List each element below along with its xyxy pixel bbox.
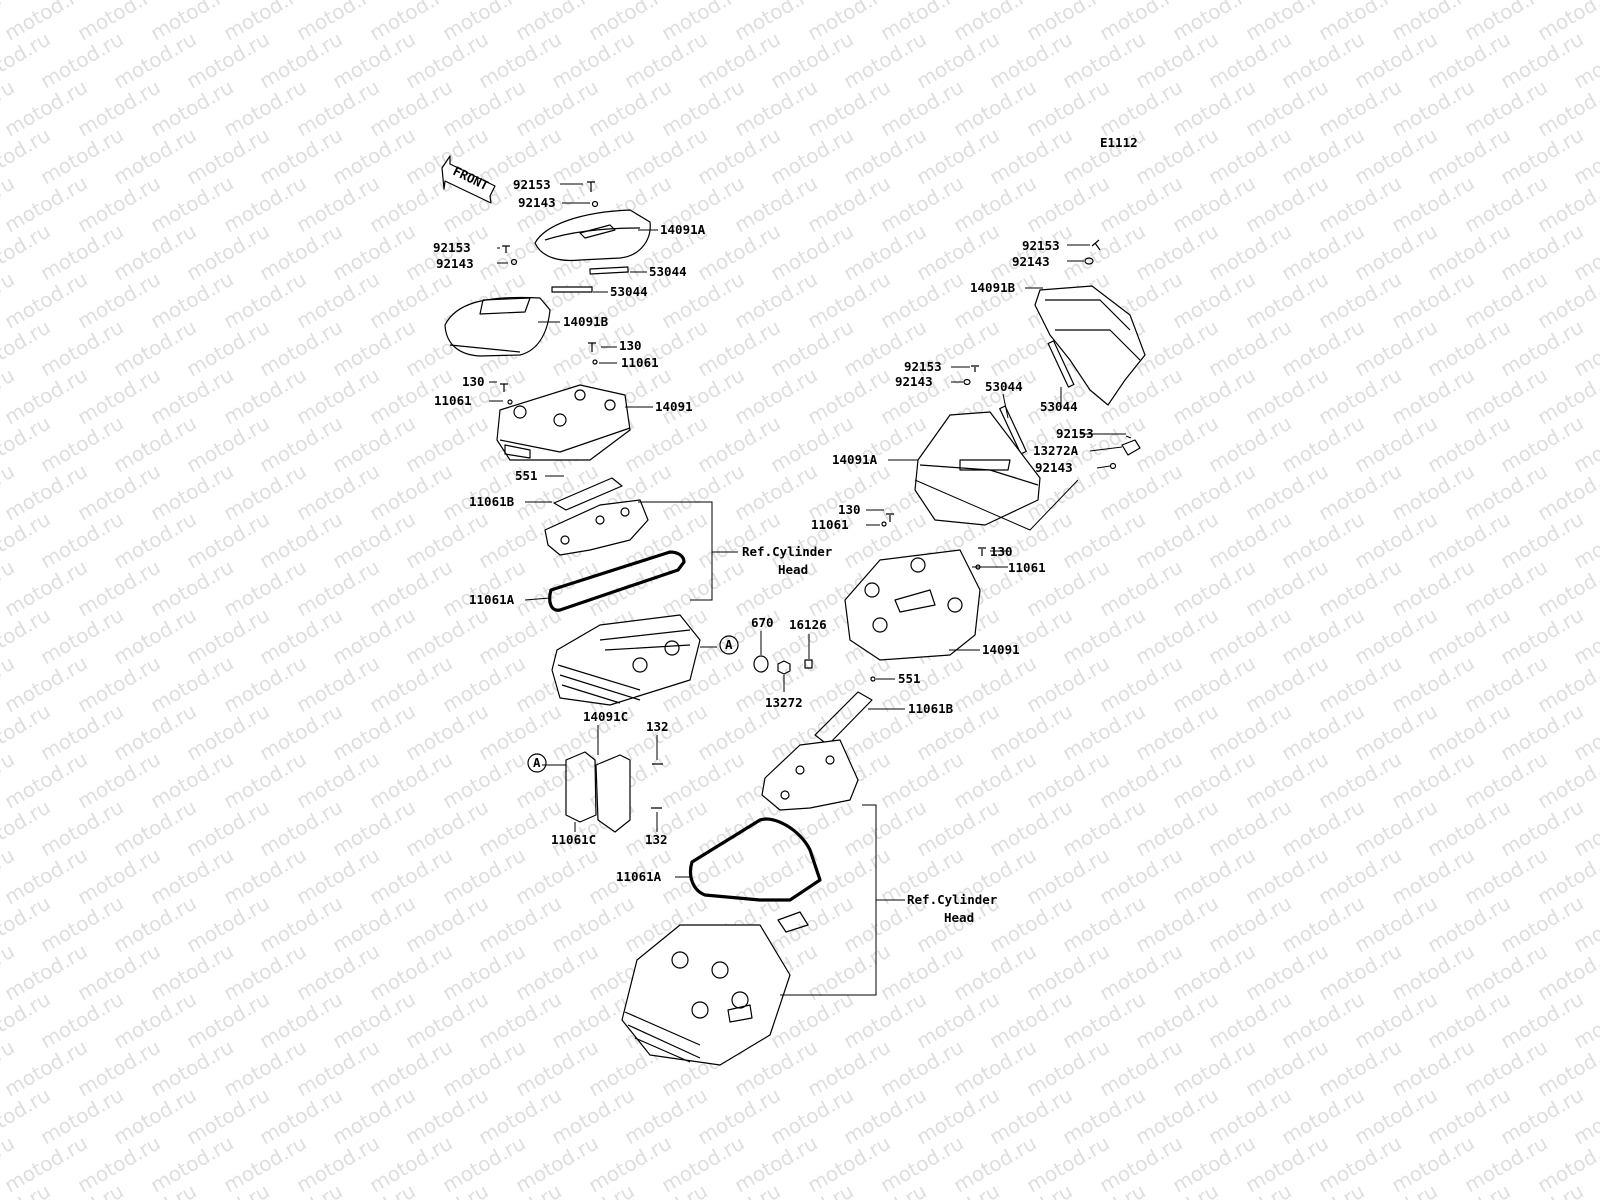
ref-a-marker [527,753,547,773]
left-cylinder-assembly [444,181,813,833]
part-label: 11061C [551,832,596,847]
part-label: 13272 [765,695,803,710]
part-label: 14091 [655,399,693,414]
ref-label: Ref.Cylinder [742,544,833,559]
ref-label: Head [944,910,974,925]
part-label: 130 [838,502,861,517]
front-arrow-icon: FRONT [441,155,496,204]
part-label: 14091C [583,709,628,724]
part-label: 130 [619,338,642,353]
part-label: 16126 [789,617,827,632]
part-label: 132 [646,719,669,734]
part-label: 11061 [621,355,659,370]
leader-lines [489,183,1126,996]
part-label: 92143 [1012,254,1050,269]
part-label: 11061A [469,592,515,607]
part-label: 92153 [904,359,942,374]
right-cylinder-head [621,924,791,1066]
part-label: 92153 [1022,238,1060,253]
right-gasket-11061a [688,817,822,902]
part-labels: 92153 92143 14091A 92153 92143 53044 530… [433,177,1094,925]
ref-marker-text: A [725,637,733,652]
left-cover-14091a [534,209,651,262]
part-label: 11061B [469,494,515,509]
part-label: 92153 [433,240,471,255]
ref-label: Ref.Cylinder [907,892,998,907]
left-cover-14091c [595,754,631,833]
ref-a-marker [719,635,739,655]
part-label: 13272A [1033,443,1079,458]
part-label: 11061 [811,517,849,532]
left-gasket-11061a [548,550,686,612]
part-label: 551 [515,468,538,483]
part-label: 53044 [985,379,1023,394]
part-label: 130 [462,374,485,389]
part-label: 11061B [908,701,954,716]
part-label: 14091B [563,314,609,329]
part-label: 92143 [895,374,933,389]
part-label: 551 [898,671,921,686]
part-label: 53044 [610,284,648,299]
right-cover-14091b [1034,285,1146,406]
part-label: 53044 [649,264,687,279]
part-label: 92143 [436,256,474,271]
left-cover-14091b [444,296,551,357]
left-rocker-arms [544,499,649,556]
ref-label: Head [778,562,808,577]
part-label: 53044 [1040,399,1078,414]
part-label: 14091A [832,452,878,467]
right-rocker-arms [761,739,859,811]
part-label: 670 [751,615,774,630]
part-label: 11061 [1008,560,1046,575]
part-label: 11061 [434,393,472,408]
part-label: 130 [990,544,1013,559]
part-label: 132 [645,832,668,847]
part-label: 92143 [1035,460,1073,475]
part-label: 11061A [616,869,662,884]
left-cylinder-head [551,614,701,706]
part-label: 92153 [1056,426,1094,441]
right-valve-cover-14091 [844,549,981,661]
part-label: 14091B [970,280,1016,295]
part-label: 14091 [982,642,1020,657]
diagram-id: E1112 [1100,135,1138,150]
part-label: 92153 [513,177,551,192]
left-valve-cover-14091 [496,384,631,461]
right-cylinder-assembly [621,239,1146,1066]
part-label: 14091A [660,222,706,237]
right-cover-14091a [914,411,1041,526]
ref-marker-text: A [533,755,541,770]
part-label: 92143 [518,195,556,210]
